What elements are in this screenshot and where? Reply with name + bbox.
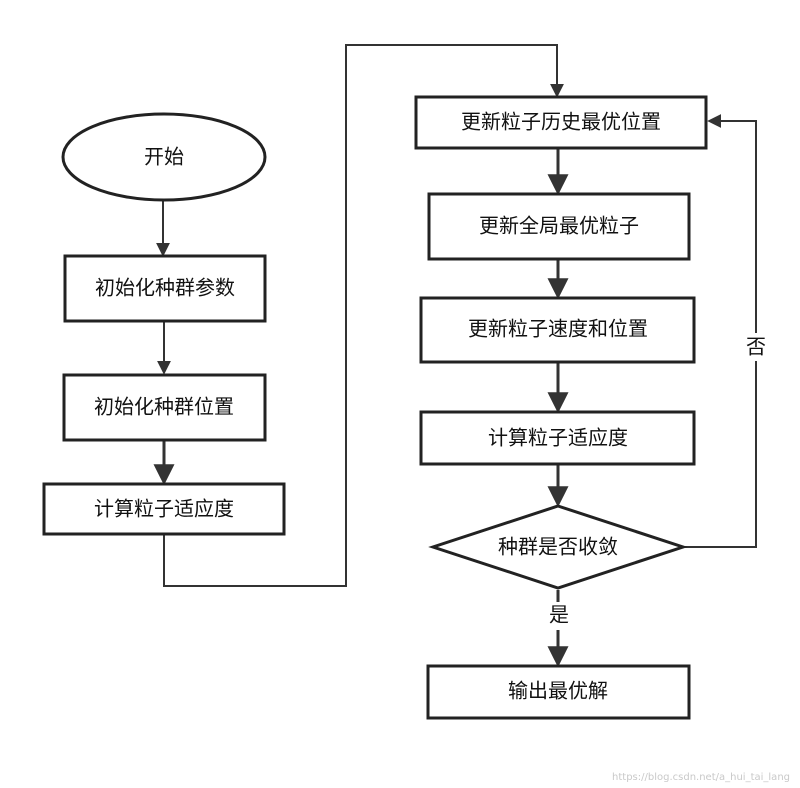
yes-label: 是	[549, 603, 569, 627]
check-convergence-node	[428, 504, 688, 590]
calc-fitness-loop-node	[419, 410, 696, 466]
start-node	[61, 112, 267, 202]
yes-label-background	[543, 602, 575, 630]
output-best-label: 输出最优解	[508, 679, 608, 703]
init-params-label: 初始化种群参数	[95, 276, 235, 300]
watermark-text: https://blog.csdn.net/a_hui_tai_lang	[612, 772, 790, 783]
calc-fitness-initial-node	[42, 482, 286, 536]
output-best-node	[426, 664, 691, 720]
update-global-best-node	[427, 192, 691, 261]
init-positions-node	[62, 373, 267, 442]
edge-calc-fitness-to-update-personal-best	[163, 44, 564, 587]
update-global-best-label: 更新全局最优粒子	[479, 214, 639, 238]
update-personal-best-label: 更新粒子历史最优位置	[461, 110, 661, 134]
update-velocity-position-label: 更新粒子速度和位置	[468, 317, 648, 341]
calc-fitness-loop-label: 计算粒子适应度	[488, 426, 628, 450]
no-label: 否	[746, 335, 766, 359]
check-convergence-label: 种群是否收敛	[498, 535, 618, 559]
init-params-node	[63, 254, 267, 323]
init-positions-label: 初始化种群位置	[94, 395, 234, 419]
no-label-background	[740, 333, 772, 361]
start-node-label: 开始	[144, 145, 184, 169]
calc-fitness-initial-label: 计算粒子适应度	[94, 497, 234, 521]
update-velocity-position-node	[419, 296, 696, 364]
update-personal-best-node	[414, 95, 708, 150]
